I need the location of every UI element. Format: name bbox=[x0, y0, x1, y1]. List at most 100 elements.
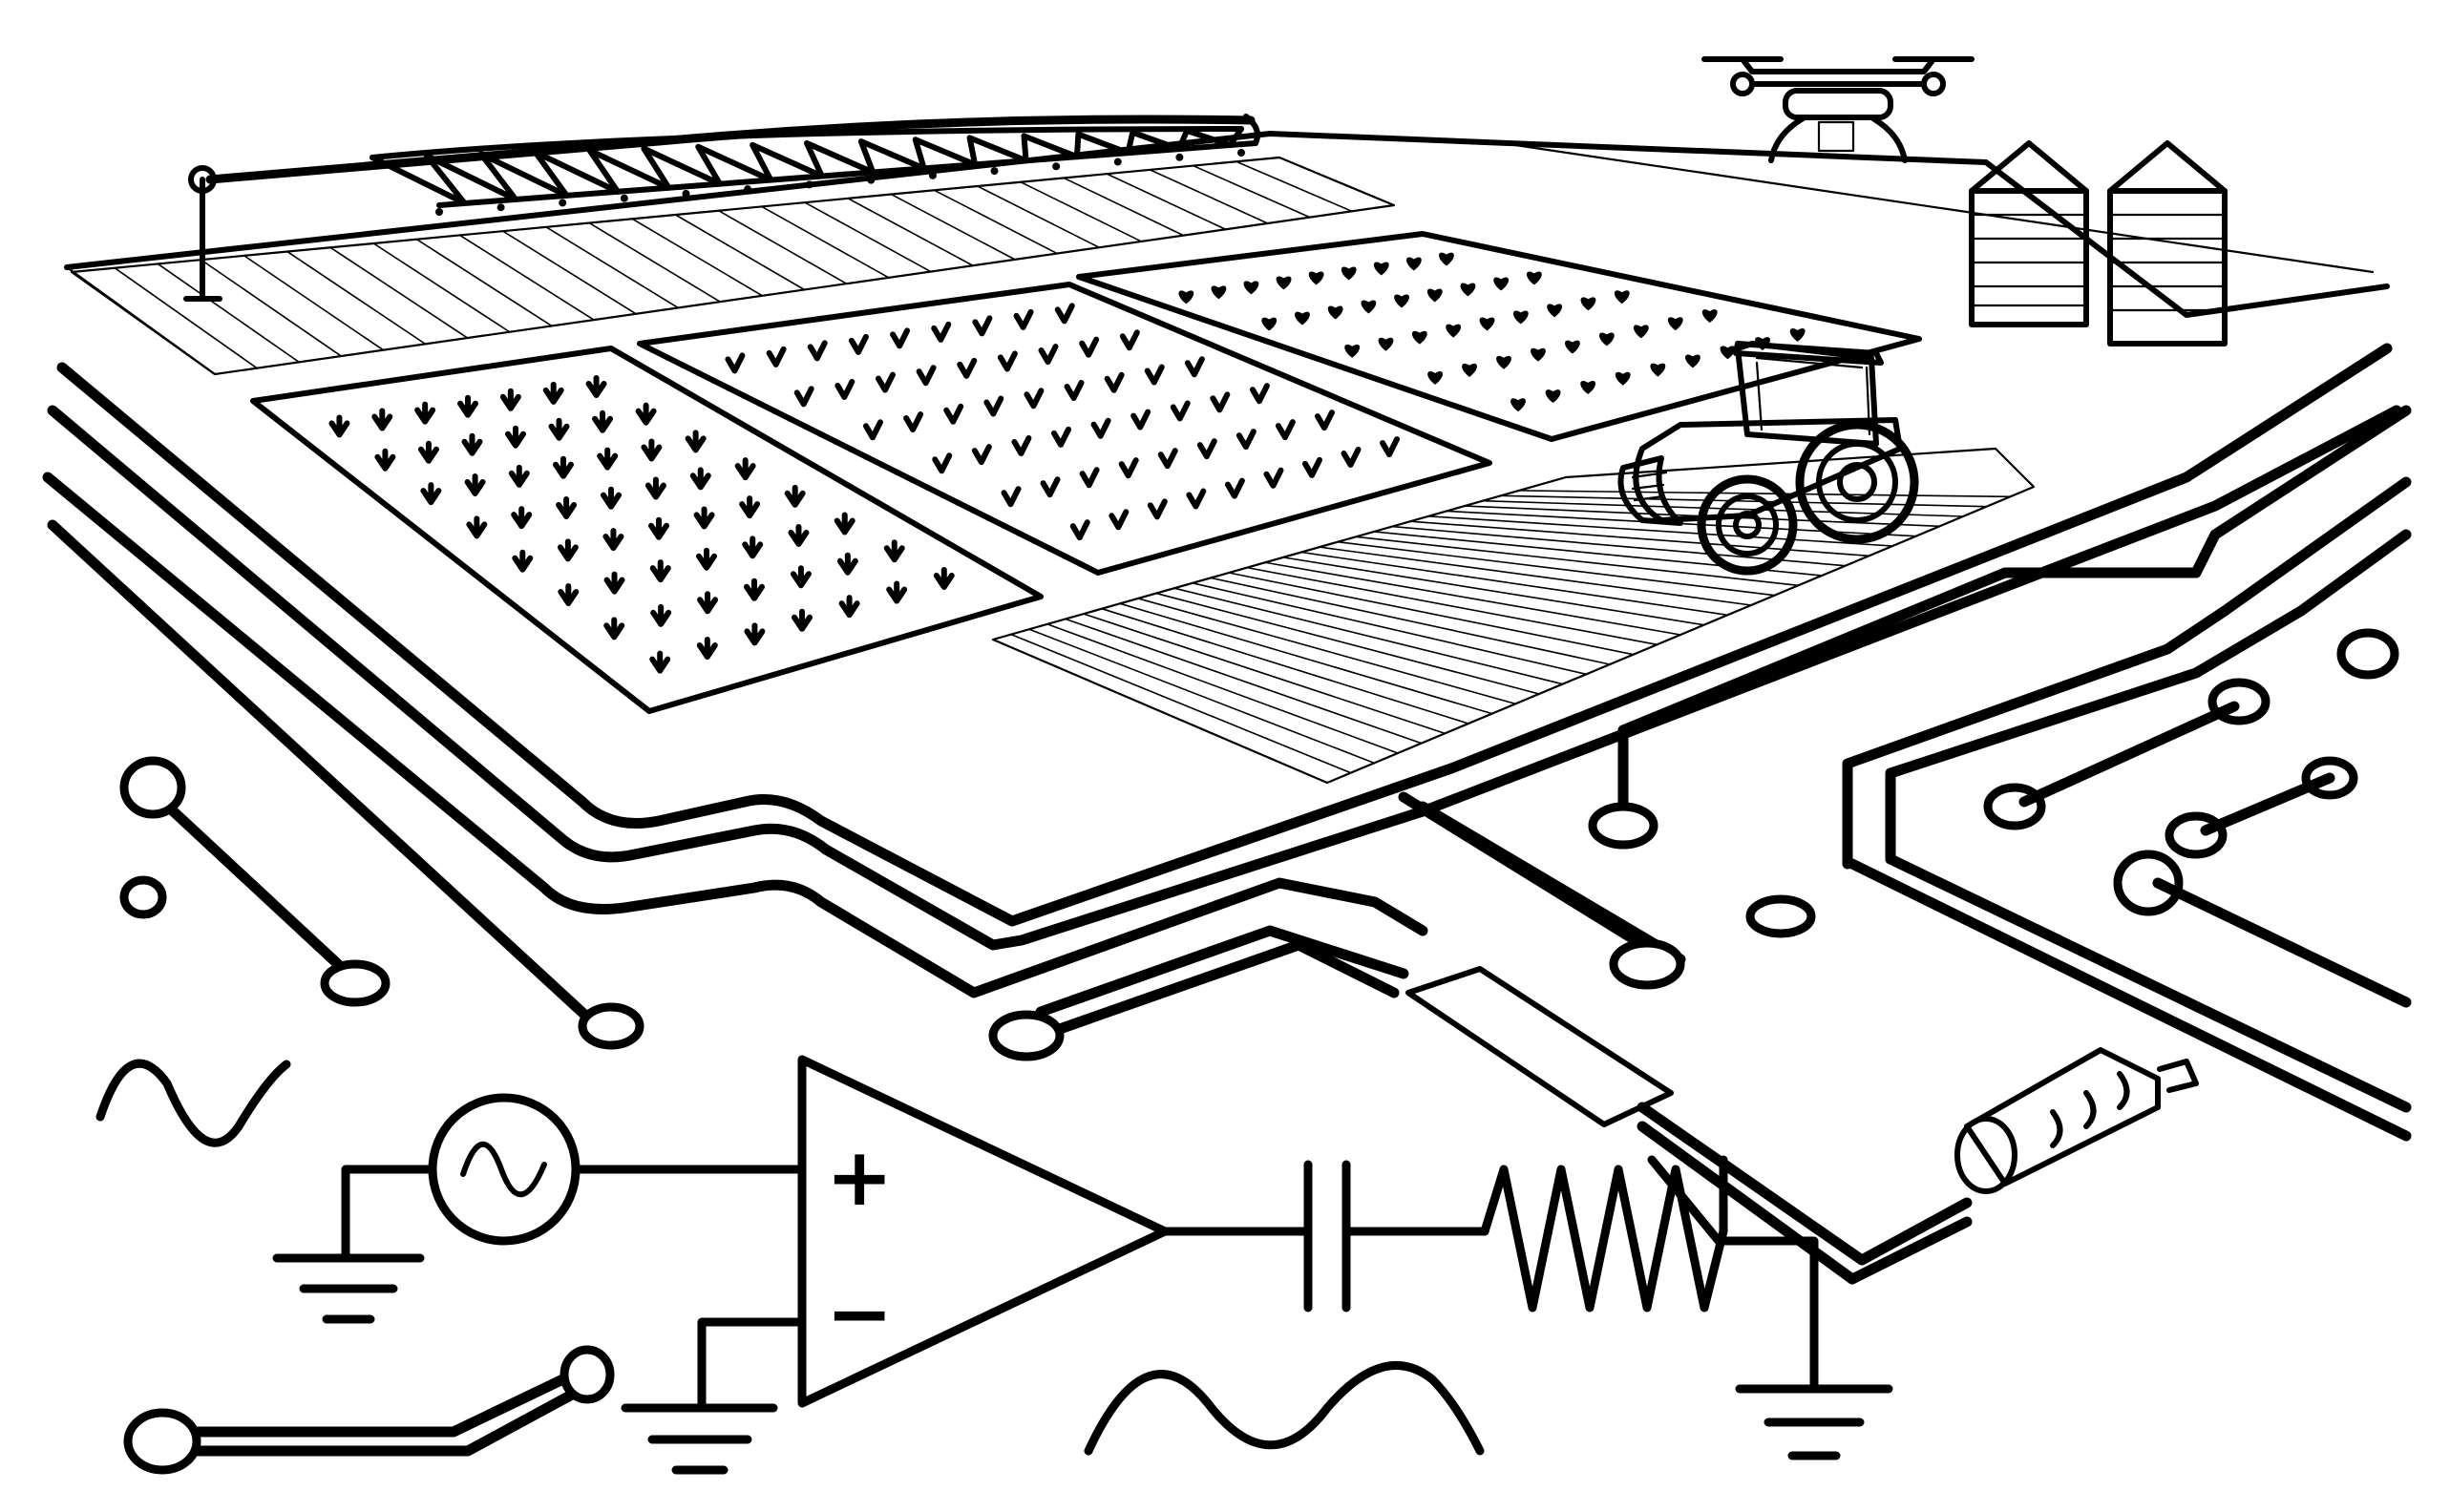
sprinkler-nozzle bbox=[805, 180, 813, 189]
crop-plant bbox=[834, 512, 855, 536]
crop-plant bbox=[1427, 371, 1444, 385]
crop-plant bbox=[1615, 371, 1631, 386]
crop-plant bbox=[1196, 438, 1217, 460]
crop-plant bbox=[1378, 337, 1394, 351]
capacitor-symbol bbox=[1303, 1160, 1351, 1312]
crop-plant bbox=[742, 536, 764, 559]
ground-symbol-resistor bbox=[1735, 1384, 1893, 1460]
floating-traces bbox=[119, 701, 2412, 1008]
crop-plant bbox=[1462, 363, 1477, 377]
crop-plant bbox=[903, 411, 924, 433]
crop-plant bbox=[1580, 297, 1596, 311]
crop-plant bbox=[1446, 324, 1462, 338]
crop-plant bbox=[972, 315, 993, 337]
sprinkler-nozzle bbox=[682, 189, 690, 198]
tractor-icon bbox=[1617, 341, 1919, 576]
crop-plant bbox=[838, 595, 860, 619]
coil-component bbox=[1954, 1047, 2199, 1194]
crop-plant bbox=[1531, 347, 1546, 362]
sprinkler-nozzle bbox=[1052, 162, 1061, 171]
crop-plant bbox=[1341, 266, 1357, 281]
crop-plant bbox=[1109, 509, 1130, 531]
crop-plant bbox=[464, 472, 486, 496]
crop-plant bbox=[1069, 519, 1090, 541]
crop-plant bbox=[603, 617, 625, 640]
crop-plant bbox=[557, 538, 579, 562]
center-pivot-irrigation bbox=[183, 114, 1260, 302]
crop-plot-right bbox=[1076, 231, 1922, 442]
crop-plant bbox=[997, 350, 1018, 372]
sprinkler-nozzle bbox=[496, 203, 505, 212]
crop-plant bbox=[1040, 476, 1061, 498]
crop-plant bbox=[916, 365, 937, 387]
field-ground-plane bbox=[64, 131, 2390, 376]
crop-plant bbox=[649, 650, 671, 674]
sprinkler-nozzle bbox=[559, 199, 567, 207]
crop-plant bbox=[585, 374, 607, 398]
crop-plant bbox=[862, 419, 883, 441]
crop-plant bbox=[788, 523, 810, 547]
op-amp-triangle bbox=[797, 1055, 1170, 1408]
crop-plant bbox=[793, 386, 814, 408]
crop-plant bbox=[602, 528, 624, 552]
crop-plant bbox=[1301, 456, 1322, 478]
crop-plant bbox=[1001, 486, 1022, 508]
crop-plant bbox=[1186, 488, 1207, 510]
crop-plant bbox=[511, 506, 533, 530]
crop-plant bbox=[1720, 346, 1736, 360]
op-amp-plus-label: + bbox=[826, 1130, 893, 1224]
crop-plant bbox=[1236, 429, 1257, 451]
crop-plant bbox=[601, 486, 622, 510]
sprinkler-nozzle bbox=[1175, 153, 1184, 161]
crop-plant bbox=[641, 438, 663, 462]
sine-wave-bottom bbox=[1084, 1361, 1485, 1456]
crop-plant bbox=[696, 637, 718, 661]
crop-plant bbox=[739, 495, 761, 519]
crop-plant bbox=[603, 571, 625, 595]
crop-plant bbox=[592, 410, 614, 433]
crop-plant bbox=[1064, 380, 1085, 402]
crop-plant bbox=[512, 549, 534, 573]
crop-plant bbox=[886, 580, 908, 604]
crop-plant bbox=[1249, 383, 1270, 405]
crop-plant bbox=[457, 394, 478, 418]
silo-left bbox=[1969, 140, 2089, 327]
crop-plant bbox=[1667, 317, 1683, 331]
crop-plant bbox=[1011, 434, 1032, 456]
crop-plant bbox=[1496, 355, 1511, 369]
crop-plant bbox=[766, 346, 787, 368]
trace-pads bbox=[578, 628, 2399, 1061]
crop-plant bbox=[1104, 371, 1125, 393]
crop-plant bbox=[957, 357, 978, 379]
crop-plant bbox=[784, 484, 806, 508]
op-amp-schematic: + − bbox=[95, 1055, 1893, 1475]
crop-plant bbox=[875, 371, 896, 393]
crop-plant bbox=[890, 327, 911, 349]
crop-plant bbox=[1178, 290, 1194, 304]
crop-plant bbox=[1276, 276, 1292, 290]
crop-plant bbox=[1701, 309, 1718, 324]
crop-plant bbox=[1789, 328, 1806, 342]
crop-plant bbox=[1373, 262, 1389, 276]
crop-plant bbox=[542, 381, 564, 405]
drone-icon bbox=[1701, 56, 1975, 163]
sprinkler-nozzle bbox=[867, 176, 876, 184]
crop-plant bbox=[1598, 332, 1615, 346]
crop-plant bbox=[635, 402, 657, 426]
resistor-symbol bbox=[1480, 1155, 1728, 1312]
crop-plant bbox=[1565, 340, 1580, 354]
crop-plant bbox=[1633, 325, 1649, 339]
crop-plant bbox=[1411, 330, 1427, 345]
crop-plant bbox=[1118, 457, 1139, 479]
crop-plant bbox=[1650, 363, 1666, 377]
crop-plant bbox=[790, 565, 812, 589]
crop-plant bbox=[1341, 446, 1362, 468]
crop-plant bbox=[597, 447, 619, 471]
crop-plant bbox=[1545, 389, 1561, 404]
crop-plot-middle bbox=[637, 282, 1492, 576]
crop-plant bbox=[1510, 398, 1526, 412]
front-striped-field bbox=[991, 447, 2036, 785]
crop-plant bbox=[1157, 448, 1178, 470]
crop-plant bbox=[499, 388, 521, 411]
crop-plant bbox=[1614, 290, 1630, 304]
